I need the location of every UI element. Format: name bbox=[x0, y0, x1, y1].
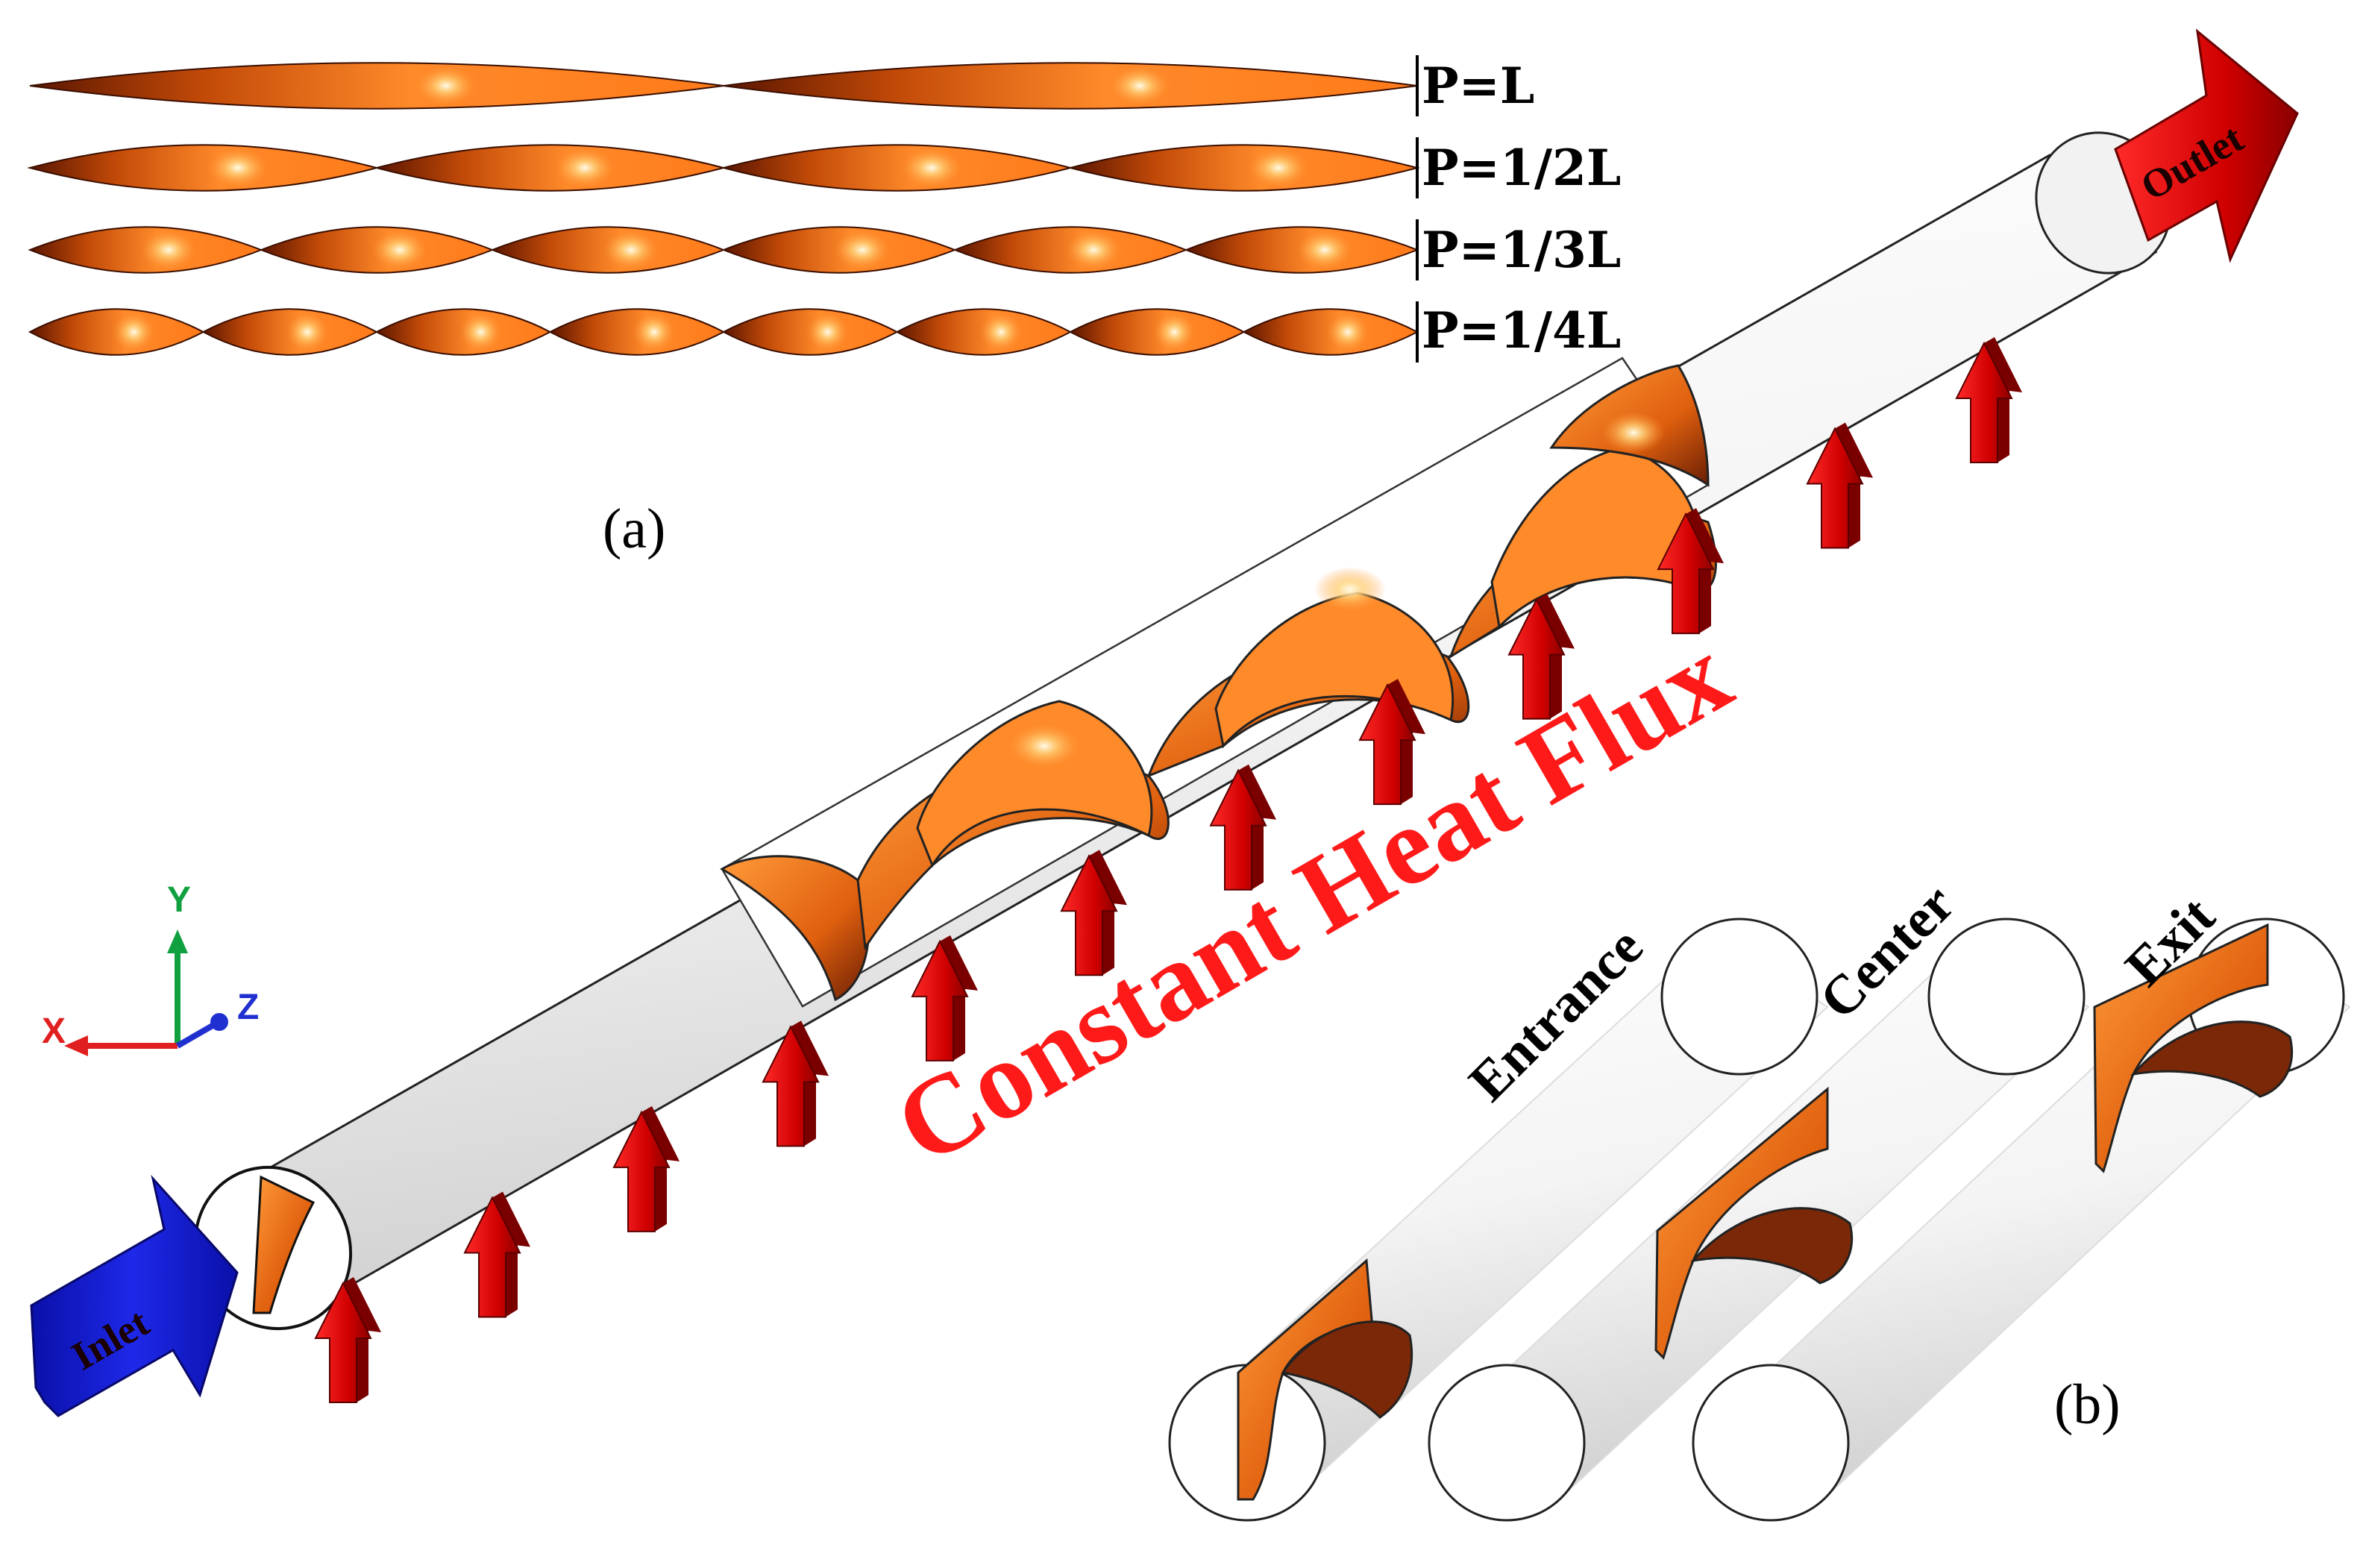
tape-highlight bbox=[1110, 66, 1170, 106]
axis-label-y: Y bbox=[167, 880, 191, 920]
heat-flux-arrow-side bbox=[1387, 679, 1425, 805]
heat-flux-arrow-side bbox=[1089, 850, 1127, 976]
tape-segment bbox=[721, 144, 1073, 192]
heat-flux-arrows bbox=[314, 337, 2022, 1403]
exit-section-pipe bbox=[1692, 918, 2351, 1522]
tape-pitch-labels: P=L P=1/2L P=1/3L P=1/4L bbox=[1422, 57, 1621, 360]
section-view-pipes bbox=[1168, 918, 2351, 1522]
entrance-section-pipe bbox=[1168, 918, 1829, 1522]
tape-segment bbox=[723, 62, 1418, 110]
tape-highlight bbox=[603, 230, 659, 270]
heat-flux-arrow-side bbox=[492, 1191, 530, 1317]
exit-near-cap bbox=[1692, 1364, 1850, 1522]
heat-flux-arrow-side bbox=[791, 1020, 829, 1147]
z-axis-marker bbox=[210, 1013, 228, 1031]
tape-highlight bbox=[1249, 148, 1308, 188]
x-axis-arrowhead bbox=[64, 1035, 88, 1056]
heat-flux-arrow-side bbox=[343, 1277, 381, 1402]
tape-label-p-quarter-l: P=1/4L bbox=[1422, 301, 1621, 360]
tape-highlight bbox=[1153, 312, 1196, 352]
center-far-cap bbox=[1927, 918, 2086, 1076]
tape-label-p-third-l: P=1/3L bbox=[1422, 221, 1621, 279]
heat-flux-arrow-side bbox=[641, 1106, 680, 1232]
tape-label-p-l: P=L bbox=[1422, 57, 1534, 115]
heat-flux-arrow bbox=[1806, 427, 1864, 549]
entrance-far-cap bbox=[1660, 918, 1818, 1076]
tape-segment bbox=[29, 62, 724, 110]
tape-highlight bbox=[633, 312, 675, 352]
heat-flux-arrow bbox=[1209, 768, 1267, 891]
axis-label-z: Z bbox=[237, 988, 259, 1027]
tape-highlight bbox=[1065, 230, 1122, 270]
tape-highlight bbox=[555, 148, 615, 188]
heat-flux-arrow bbox=[911, 939, 969, 1061]
heat-flux-arrow bbox=[762, 1025, 820, 1147]
tape-highlight bbox=[834, 230, 891, 270]
heat-flux-arrow-side bbox=[1238, 764, 1276, 890]
tape-highlight bbox=[806, 312, 849, 352]
heat-flux-arrow bbox=[314, 1281, 372, 1403]
tape-highlight bbox=[459, 312, 502, 352]
outlet-arrow: Outlet bbox=[2114, 28, 2299, 263]
tape-highlight bbox=[980, 312, 1022, 352]
tape-highlight bbox=[1327, 312, 1369, 352]
tape-highlight bbox=[140, 230, 197, 270]
inlet-arrow: Inlet bbox=[30, 1174, 239, 1417]
panel-a-label: (a) bbox=[603, 498, 665, 560]
panel-b-label: (b) bbox=[2054, 1373, 2121, 1436]
tape-label-p-half-l: P=1/2L bbox=[1422, 139, 1621, 197]
heat-flux-arrow bbox=[463, 1196, 521, 1318]
inlet-end-cap bbox=[193, 1165, 353, 1331]
heat-flux-arrow bbox=[1507, 598, 1566, 720]
heat-flux-arrow bbox=[612, 1110, 671, 1232]
heat-flux-arrow-side bbox=[1835, 422, 1873, 548]
y-axis-arrowhead bbox=[167, 929, 188, 953]
axis-label-x: X bbox=[42, 1012, 66, 1051]
twisted-tape-strips bbox=[27, 55, 1420, 363]
heat-flux-arrow-side bbox=[1537, 593, 1575, 719]
tape-highlight bbox=[902, 148, 961, 188]
swirl-tape bbox=[720, 364, 1717, 1002]
tape-highlight bbox=[113, 312, 155, 352]
center-section-pipe bbox=[1428, 918, 2090, 1522]
tape-highlight bbox=[208, 148, 268, 188]
tape-highlight bbox=[416, 66, 476, 106]
tape-highlight bbox=[286, 312, 328, 352]
heat-flux-arrow-side bbox=[1984, 337, 2022, 462]
tape-highlight bbox=[1296, 230, 1353, 270]
heat-flux-arrow-side bbox=[1686, 508, 1724, 634]
heat-flux-arrow-side bbox=[940, 935, 978, 1061]
tape-highlight bbox=[371, 230, 428, 270]
tape-segment bbox=[1067, 144, 1420, 192]
tape-segment bbox=[27, 144, 380, 192]
heat-flux-arrow bbox=[1955, 341, 2013, 463]
heat-flux-arrow bbox=[1358, 683, 1416, 806]
coordinate-axes: Y X Z bbox=[42, 880, 259, 1056]
center-near-cap bbox=[1428, 1364, 1586, 1522]
tape-segment bbox=[374, 144, 727, 192]
heat-flux-arrow bbox=[1657, 512, 1715, 635]
heat-flux-arrow bbox=[1060, 854, 1118, 976]
